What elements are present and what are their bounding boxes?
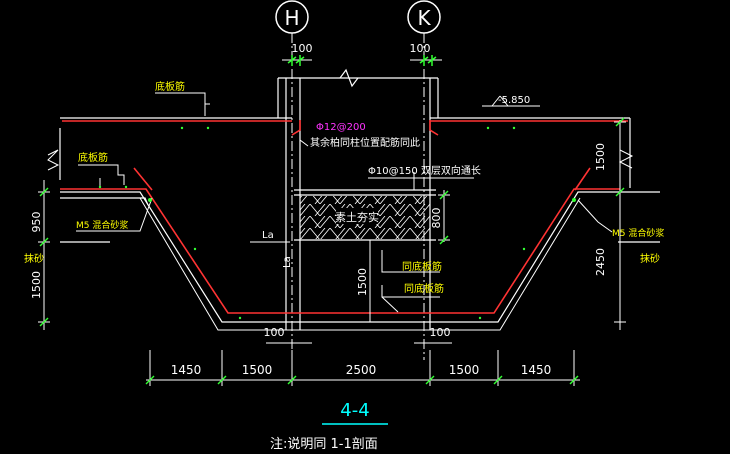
dim-1500-right-top: 1500 xyxy=(594,143,607,171)
m5-label-left: M5 混合砂浆 xyxy=(76,219,128,231)
break-right xyxy=(618,149,634,169)
vertical-dim-ticks xyxy=(39,117,625,327)
dim-100-bottom-right: 100 xyxy=(430,326,451,339)
trench-rebar xyxy=(60,120,620,314)
bottom-bar-label-mid: 底板筋 xyxy=(78,151,108,164)
break-left xyxy=(47,149,60,171)
other-note-label: 其余柏同柱位置配筋同此 xyxy=(310,136,420,149)
plaster-label-right: 抹砂 xyxy=(640,252,660,265)
m5-label-right: M5 混合砂浆 xyxy=(612,227,664,239)
trench-outer xyxy=(139,197,581,331)
axis-h-label: H xyxy=(284,6,299,30)
dim-bottom-0: 1450 xyxy=(171,363,202,377)
top-dim-left: 100 xyxy=(292,42,313,55)
rebar-dots xyxy=(98,126,576,320)
la-label-top: La xyxy=(262,230,274,241)
dim-bottom-3: 1500 xyxy=(449,363,480,377)
dim-950: 950 xyxy=(30,212,43,233)
dim-bottom-1: 1500 xyxy=(242,363,273,377)
section-note: 注:说明同 1-1剖面 xyxy=(270,437,378,452)
plaster-label-left: 抹砂 xyxy=(24,252,44,265)
dim-bottom-2: 2500 xyxy=(346,363,377,377)
axis-k-label: K xyxy=(417,6,431,30)
rebar-12-label: Φ12@200 xyxy=(316,122,366,133)
top-dim-markers xyxy=(287,55,437,66)
top-dim-right: 100 xyxy=(410,42,431,55)
dim-1500-center: 1500 xyxy=(356,268,369,296)
trench-outline xyxy=(60,191,660,323)
section-title: 4-4 xyxy=(340,400,369,421)
vertical-dim-lines xyxy=(38,120,626,330)
same-bar-label-1: 同底板筋 xyxy=(402,260,442,273)
dim-800: 800 xyxy=(430,208,443,229)
bottom-dim-ticks xyxy=(145,375,579,385)
fill-label: 素土夯实 xyxy=(335,210,379,224)
same-bar-label-2: 同底板筋 xyxy=(404,282,444,295)
bottom-bar-label-top: 底板筋 xyxy=(155,80,185,93)
top-slab xyxy=(59,117,631,188)
dim-100-bottom-left: 100 xyxy=(264,326,285,339)
dim-bottom-4: 1450 xyxy=(521,363,552,377)
rebar-10-label: Φ10@150 双层双向通长 xyxy=(368,164,481,177)
level-label: -5.850 xyxy=(498,95,530,106)
dim-2450: 2450 xyxy=(594,248,607,276)
axis-k-bubble: K xyxy=(407,0,441,34)
dim-1500-left: 1500 xyxy=(30,271,43,299)
axis-h-bubble: H xyxy=(275,0,309,34)
la-label-side: La xyxy=(282,256,293,268)
